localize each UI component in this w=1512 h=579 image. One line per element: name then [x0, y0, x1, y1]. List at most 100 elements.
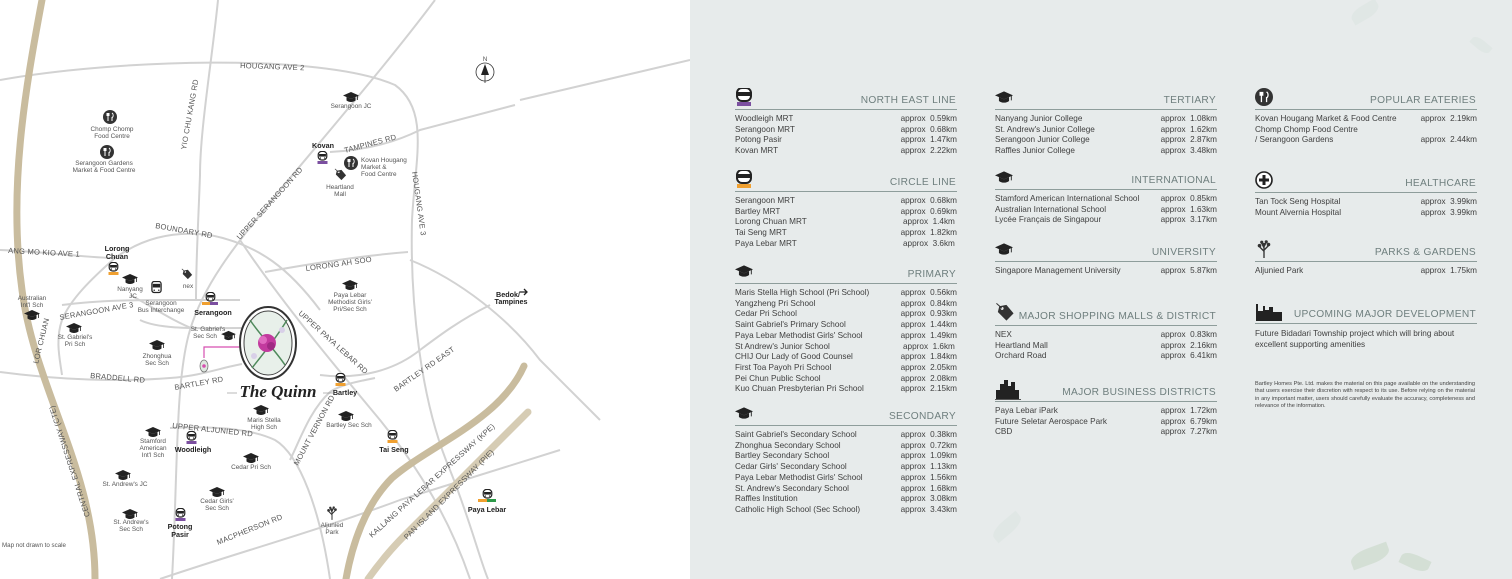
distance-value: approx 0.59km	[900, 114, 957, 123]
amenity-name: Cedar Pri School	[735, 309, 797, 319]
graduation-cap-icon	[122, 273, 138, 285]
city-skyline-icon	[995, 380, 1021, 400]
factory-icon	[1256, 304, 1282, 321]
svg-text:St. Andrew's: St. Andrew's	[113, 519, 148, 526]
svg-text:Sec Sch: Sec Sch	[193, 333, 217, 340]
svg-text:Mall: Mall	[334, 191, 346, 198]
distance-value: approx 2.15km	[900, 384, 957, 394]
distance-value: approx 0.93km	[900, 309, 957, 319]
mrt-train-icon	[387, 430, 398, 440]
amenity-name: Stamford American International School	[995, 194, 1140, 203]
svg-text:Lorong: Lorong	[105, 244, 130, 253]
distance-value: approx 1.62km	[1160, 124, 1217, 134]
distance-value: approx 2.87km	[1160, 135, 1217, 145]
graduation-cap-icon	[253, 404, 269, 416]
graduation-cap-icon	[995, 240, 1013, 258]
svg-text:Tai Seng: Tai Seng	[379, 445, 408, 454]
distance-value: approx 0.68km	[900, 196, 957, 205]
distance-value: approx 3.17km	[1160, 215, 1217, 225]
distance-value: approx 3.43km	[900, 504, 957, 514]
amenity-name: Lycée Français de Singapour	[995, 215, 1102, 225]
kpe-expressway	[342, 362, 528, 579]
svg-text:Zhonghua: Zhonghua	[143, 353, 172, 360]
svg-text:BRADDELL RD: BRADDELL RD	[90, 371, 146, 385]
amenity-name: Cedar Girls' Secondary School	[735, 462, 847, 472]
svg-text:Bartley Sec Sch: Bartley Sec Sch	[326, 422, 372, 429]
amenity-name: Bartley Secondary School	[735, 451, 830, 461]
distance-value: approx 3.08km	[900, 494, 957, 504]
mrt-train-icon	[186, 431, 197, 441]
svg-text:Serangoon JC: Serangoon JC	[331, 103, 372, 110]
distance-value: approx 1.84km	[900, 352, 957, 362]
svg-text:Sec Sch: Sec Sch	[119, 526, 143, 533]
north-arrow-icon	[481, 64, 489, 75]
svg-text:Market &: Market &	[361, 164, 387, 171]
section-upcoming-development: UPCOMING MAJOR DEVELOPMENT Future Bidada…	[1255, 298, 1477, 350]
amenity-name: St Andrew's Junior School	[735, 341, 830, 351]
amenity-name: First Toa Payoh Pri School	[735, 362, 832, 372]
list-item: Aljunied Park approx 1.75km	[1255, 266, 1477, 277]
svg-text:Pri Sch: Pri Sch	[65, 341, 86, 348]
amenity-name: Tai Seng MRT	[735, 228, 787, 238]
distance-list: Stamford American International School ap…	[995, 190, 1217, 226]
svg-text:Tampines: Tampines	[494, 297, 527, 306]
section-title: UNIVERSITY	[1151, 247, 1216, 258]
cte-expressway	[13, 0, 99, 579]
distance-value: approx 0.83km	[1160, 330, 1217, 339]
list-item: Chomp Chomp Food Centre	[1255, 125, 1477, 136]
svg-text:JC: JC	[129, 293, 137, 300]
section-title: TERTIARY	[1163, 95, 1216, 106]
expressways	[13, 0, 532, 579]
development-logo: The Quinn	[240, 382, 317, 401]
distance-value: approx 1.75km	[1420, 266, 1477, 275]
svg-text:TAMPINES RD: TAMPINES RD	[343, 132, 397, 155]
list-item: First Toa Payoh Pri School approx 2.05km	[735, 363, 957, 374]
distance-value: approx 2.44km	[1420, 135, 1477, 145]
mrt-train-icon	[335, 373, 346, 383]
distance-value: approx 3.6km	[903, 238, 955, 248]
distance-value: approx 0.69km	[900, 206, 957, 216]
mrt-cc-icon	[736, 170, 752, 188]
svg-text:Pri/Sec Sch: Pri/Sec Sch	[333, 306, 367, 313]
section-title: SECONDARY	[888, 411, 956, 422]
amenity-name: Tan Tock Seng Hospital	[1255, 197, 1341, 206]
distance-value: approx 3.99km	[1420, 207, 1477, 217]
amenity-name: Potong Pasir	[735, 135, 782, 145]
svg-text:Paya Lebar: Paya Lebar	[468, 505, 507, 514]
svg-text:Park: Park	[325, 529, 339, 536]
graduation-cap-icon	[243, 452, 259, 464]
fork-knife-icon	[100, 145, 114, 159]
amenity-name: Pei Chun Public School	[735, 373, 821, 383]
svg-text:Bedok/: Bedok/	[496, 290, 520, 299]
scale-note: Map not drawn to scale	[2, 542, 67, 549]
list-item: Catholic High School (Sec School)approx …	[735, 505, 957, 516]
section-title: CIRCLE LINE	[889, 177, 956, 188]
development-description: Future Bidadari Township project which w…	[1255, 329, 1455, 349]
amenity-name: Kovan MRT	[735, 146, 779, 156]
svg-text:Serangoon: Serangoon	[194, 308, 232, 317]
distance-value: approx 5.87km	[1160, 266, 1217, 275]
svg-text:Int'l Sch: Int'l Sch	[21, 302, 44, 309]
graduation-cap-icon	[735, 262, 753, 280]
svg-text:Bus Interchange: Bus Interchange	[138, 307, 185, 314]
distance-value: approx 2.19km	[1420, 114, 1477, 123]
distance-value: approx 2.05km	[900, 362, 957, 372]
amenity-name: Chomp Chomp Food Centre	[1255, 124, 1358, 134]
amenity-name: Aljunied Park	[1255, 266, 1304, 275]
list-item: Maris Stella High School (Pri School)app…	[735, 288, 957, 299]
